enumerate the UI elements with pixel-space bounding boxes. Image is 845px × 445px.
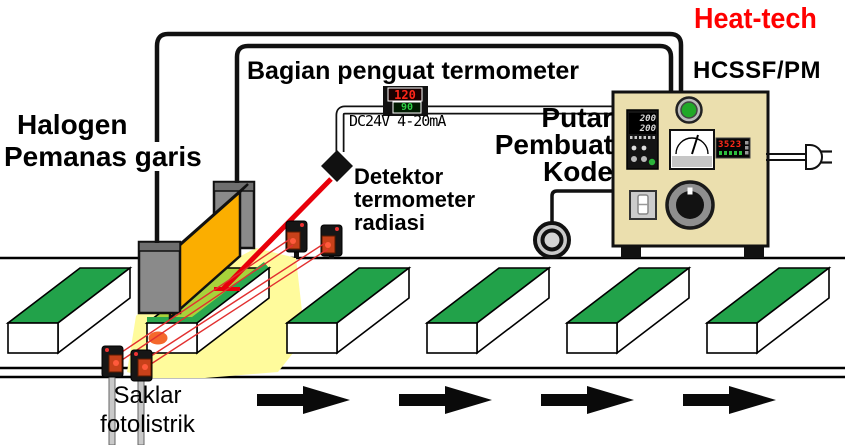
photo-switch-lower-1	[101, 345, 124, 445]
heater-cable-inner	[234, 43, 674, 183]
amplifier-readout-bottom: 90	[400, 102, 414, 113]
panel-foot-left	[621, 246, 641, 258]
heater-label-line2: Pemanas garis	[2, 141, 204, 172]
power-plug	[805, 144, 823, 170]
detector-label-line2: termometer	[354, 187, 476, 212]
workpiece-bar	[704, 266, 832, 355]
heater-left-post	[137, 240, 182, 315]
encoder-label-line1: Putar	[541, 102, 613, 133]
signal-spec-label: DC24V 4-20mA	[349, 112, 446, 130]
detector-label-line3: radiasi	[354, 210, 425, 235]
workpiece-bar	[284, 266, 412, 355]
workpiece-bar	[564, 266, 692, 355]
panel-foot-right	[744, 246, 764, 258]
arrow-right-icon	[257, 386, 350, 414]
conveyor-direction-arrows	[257, 386, 776, 414]
arrow-right-icon	[541, 386, 634, 414]
detector-label-line1: Detektor	[354, 164, 444, 189]
photoelectric-beams	[118, 238, 329, 365]
encoder-label-line2: Pembuat	[494, 129, 613, 160]
heater-label-line1: Halogen	[17, 109, 128, 140]
brand-logo: Heat-tech	[694, 3, 817, 35]
heat-spot	[148, 331, 168, 345]
digital-meter	[715, 137, 751, 159]
model-label: HCSSF/PM	[693, 57, 822, 84]
meter-needle	[691, 134, 699, 155]
arrow-right-icon	[399, 386, 492, 414]
pilot-lamp-green	[675, 96, 703, 124]
encoder-label-line3: Kode	[543, 156, 613, 187]
amplifier-display	[383, 86, 428, 116]
halogen-line-heater	[137, 180, 256, 321]
photo-sensor-upper-1	[285, 220, 308, 258]
heater-cable-outer	[154, 31, 684, 243]
controller-readout-row2: 200	[639, 124, 656, 134]
encoder-wire	[550, 189, 614, 224]
toggle-switch	[629, 190, 657, 220]
control-panel	[611, 90, 770, 258]
digital-meter-readout: 3523	[718, 140, 742, 150]
photoswitch-label-line2: fotolistrik	[100, 411, 195, 438]
temperature-controller	[626, 109, 659, 170]
controller-readout-row1: 200	[639, 114, 656, 124]
knob-index-mark	[687, 187, 693, 195]
controller-green-button	[648, 158, 656, 166]
radiation-detector-head	[321, 150, 353, 182]
workpiece-bar	[5, 266, 133, 355]
photo-switch-lower-2	[130, 349, 153, 445]
workpiece-bar	[424, 266, 552, 355]
photo-sensor-upper-2	[320, 224, 343, 259]
detector-wire	[335, 105, 614, 152]
amplifier-readout-top: 120	[394, 88, 416, 102]
rotary-encoder	[533, 189, 614, 259]
power-cord	[766, 144, 832, 170]
amplifier-label: Bagian penguat termometer	[247, 57, 580, 85]
analog-meter	[669, 129, 715, 170]
arrow-right-icon	[683, 386, 776, 414]
photoswitch-label-line1: Saklar	[113, 382, 182, 409]
power-knob	[665, 180, 715, 230]
